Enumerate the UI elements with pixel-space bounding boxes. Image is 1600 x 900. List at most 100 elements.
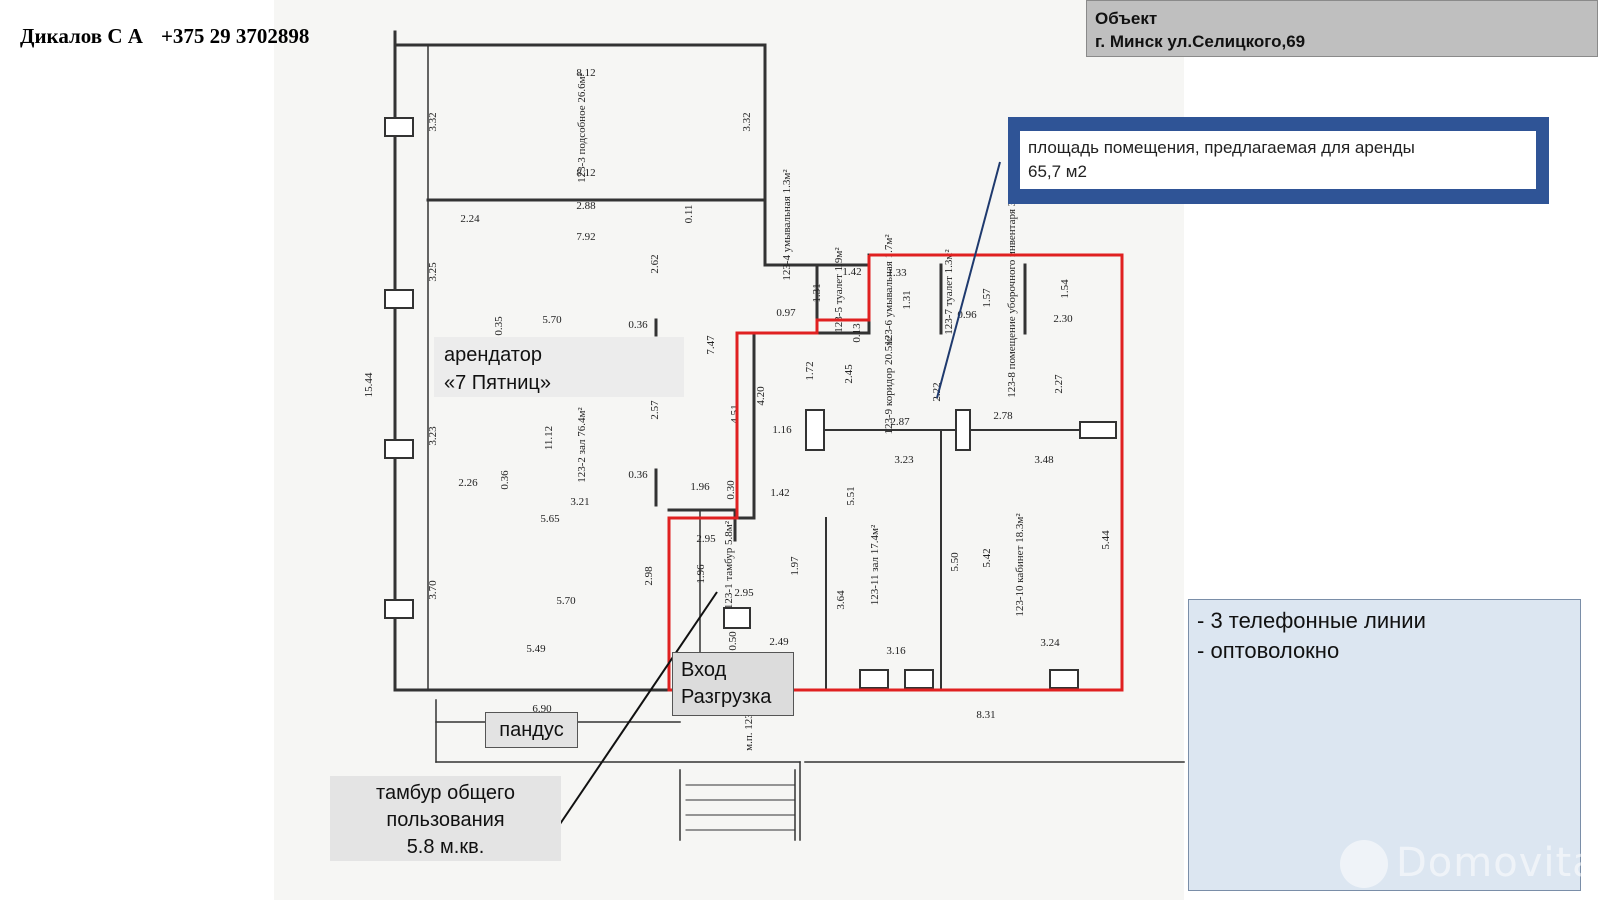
dimension-label: 1.42 <box>842 266 861 278</box>
dimension-label: 1.31 <box>811 283 823 302</box>
dimension-label: 4.20 <box>755 386 767 406</box>
dimension-label: 3.24 <box>1040 637 1060 649</box>
area-callout-value: 65,7 м2 <box>1028 162 1087 181</box>
dimension-label: 0.36 <box>628 319 648 331</box>
room-label: 123-5 туалет 1.9м² <box>833 247 845 333</box>
dimension-label: 2.62 <box>649 254 661 273</box>
dimension-label: 1.96 <box>695 564 707 584</box>
dimension-label: 15.44 <box>363 372 375 397</box>
area-callout: площадь помещения, предлагаемая для арен… <box>1020 131 1536 189</box>
room-label: 123-1 тамбур 5.8м² <box>723 520 735 609</box>
features-box: 3 телефонные линии оптоволокно <box>1188 599 1581 891</box>
dimension-label: 0.97 <box>776 307 796 319</box>
room-label: 123-4 умывальная 1.3м² <box>781 169 793 281</box>
vestibule-label: тамбур общего пользования 5.8 м.кв. <box>330 776 561 861</box>
dimension-label: 5.49 <box>526 643 546 655</box>
contact-name: Дикалов С А <box>20 24 143 48</box>
contact-header: Дикалов С А+375 29 3702898 <box>20 24 309 49</box>
dimension-label: 1.42 <box>770 487 789 499</box>
tenant-label: арендатор «7 Пятниц» <box>434 337 684 397</box>
room-label: 123-10 кабинет 18.3м² <box>1014 513 1026 617</box>
vestibule-label-line1: тамбур общего <box>376 782 515 804</box>
tenant-label-line2: «7 Пятниц» <box>444 372 551 394</box>
window-mark <box>384 439 414 459</box>
area-callout-pointer <box>936 161 1001 399</box>
dimension-label: 4.51 <box>729 404 741 423</box>
room-label: 123-3 подсобное 26.6м² <box>576 72 588 182</box>
pillar-mark <box>723 607 751 629</box>
watermark: Domovita <box>1340 838 1597 890</box>
dimension-label: 11.12 <box>543 426 555 450</box>
features-list: 3 телефонные линии оптоволокно <box>1197 606 1572 666</box>
room-label: 123-11 зал 17.4м² <box>869 524 881 605</box>
window-mark <box>859 669 889 689</box>
dimension-label: 2.45 <box>843 364 855 384</box>
entrance-label-line2: Разгрузка <box>681 686 772 708</box>
object-box: Объект г. Минск ул.Селицкого,69 <box>1086 0 1598 57</box>
dimension-label: 0.30 <box>725 480 737 500</box>
dimension-label: 1.57 <box>981 288 993 308</box>
dimension-label: 5.65 <box>540 513 560 525</box>
dimension-label: 0.96 <box>957 309 977 321</box>
dimension-label: 8.31 <box>976 709 995 721</box>
dimension-label: 2.95 <box>696 533 716 545</box>
dimension-label: 1.31 <box>901 290 913 309</box>
dimension-label: 2.26 <box>458 477 478 489</box>
pillar-mark <box>955 409 971 451</box>
dimension-label: 2.88 <box>576 200 596 212</box>
dimension-label: 2.30 <box>1053 313 1073 325</box>
dimension-label: 2.98 <box>643 566 655 586</box>
dimension-label: 1.16 <box>772 424 792 436</box>
dimension-label: 1.72 <box>804 361 816 380</box>
dimension-label: 1.33 <box>887 267 907 279</box>
room-label: 123-9 коридор 20.5м² <box>883 335 895 435</box>
dimension-label: 7.47 <box>705 335 717 355</box>
dimension-label: 2.27 <box>1053 374 1065 394</box>
dimension-label: 1.97 <box>789 556 801 576</box>
dimension-label: 5.70 <box>556 595 576 607</box>
vestibule-label-line2: пользования <box>386 809 505 831</box>
window-mark <box>384 599 414 619</box>
dimension-label: 2.57 <box>649 400 661 420</box>
room-label: 123-2 зал 76.4м² <box>576 407 588 483</box>
dimension-label: 2.95 <box>734 587 754 599</box>
dimension-label: 0.36 <box>499 470 511 490</box>
window-mark <box>1049 669 1079 689</box>
watermark-text: Domovita <box>1396 840 1598 886</box>
dimension-label: 5.44 <box>1100 530 1112 550</box>
area-callout-text: площадь помещения, предлагаемая для арен… <box>1028 138 1415 157</box>
ramp-label: пандус <box>485 712 578 748</box>
entrance-label: Вход Разгрузка <box>672 652 794 716</box>
dimension-label: 3.23 <box>427 426 439 446</box>
dimension-label: 3.25 <box>427 262 439 282</box>
dimension-label: 3.23 <box>894 454 914 466</box>
object-address: г. Минск ул.Селицкого,69 <box>1095 32 1306 51</box>
plan-labels: 123-3 подсобное 26.6м² 123-2 зал 76.4м² 12… <box>363 67 1112 751</box>
feature-item: оптоволокно <box>1197 636 1572 666</box>
dimension-label: 0.11 <box>683 205 695 224</box>
dimension-label: 2.78 <box>993 410 1013 422</box>
window-mark <box>384 289 414 309</box>
dimension-label: 3.32 <box>741 112 753 131</box>
room-label: 123-6 умывальная 1.7м² <box>883 234 895 346</box>
dimension-label: 0.50 <box>727 631 739 651</box>
dimension-label: 5.50 <box>949 552 961 572</box>
dimension-label: 3.21 <box>570 496 589 508</box>
room-label: 123-8 помещение уборочного инвентаря 3.6… <box>1006 182 1018 398</box>
pillar-mark <box>1079 421 1117 439</box>
dimension-label: 2.87 <box>890 416 910 428</box>
window-mark <box>904 669 934 689</box>
dimension-label: 5.51 <box>845 486 857 505</box>
pillar-mark <box>805 409 825 451</box>
dimension-label: 5.70 <box>542 314 562 326</box>
dimension-label: 3.64 <box>835 590 847 610</box>
room-label: 123-7 туалет 1.3м² <box>943 249 955 335</box>
dimension-label: 0.35 <box>493 316 505 336</box>
dimension-label: м.п. 123 <box>743 713 755 751</box>
dimension-label: 0.36 <box>628 469 648 481</box>
vestibule-label-line3: 5.8 м.кв. <box>406 836 485 858</box>
vestibule-pointer <box>559 591 718 825</box>
entrance-label-line1: Вход <box>681 659 727 681</box>
feature-item: 3 телефонные линии <box>1197 606 1572 636</box>
rental-area-outline <box>667 253 1124 692</box>
